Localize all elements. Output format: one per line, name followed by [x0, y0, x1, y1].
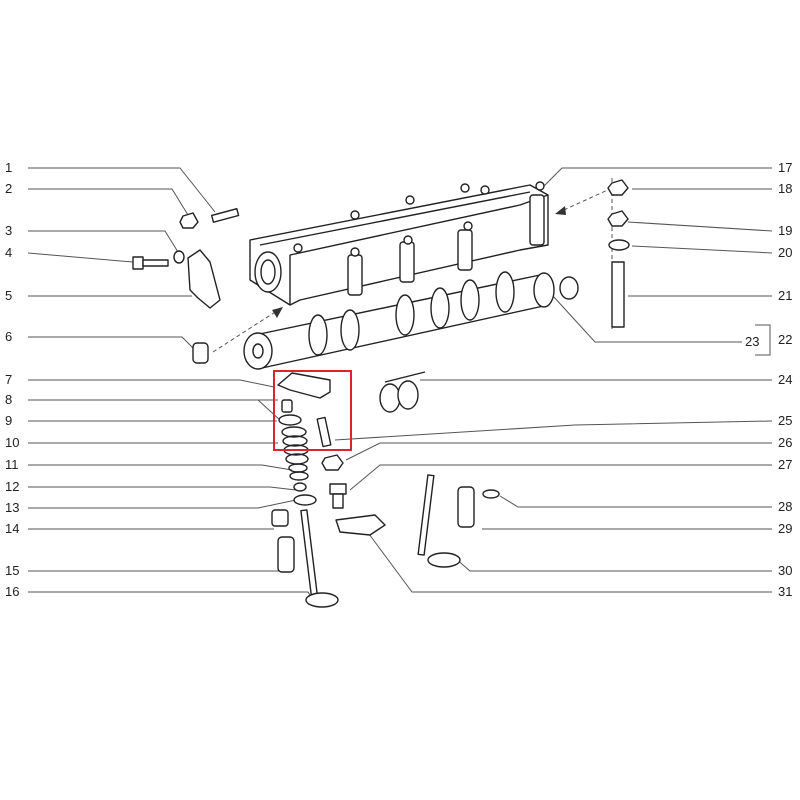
rocker-arm: [277, 372, 331, 399]
bracket: [187, 249, 221, 309]
leader-31: [365, 529, 772, 593]
callout-19: 19: [778, 223, 793, 238]
spring-retainer: [278, 414, 302, 426]
callout-20: 20: [778, 245, 793, 260]
leader-15: [28, 561, 286, 572]
leader-27: [349, 464, 772, 491]
leader-13: [28, 499, 297, 509]
callout-21: 21: [778, 288, 793, 303]
valve-16: [300, 509, 339, 608]
callout-22: 22: [778, 332, 793, 347]
callout-10: 10: [5, 435, 20, 450]
screw-27: [329, 483, 347, 509]
callout-13: 13: [5, 500, 20, 515]
spring-seat: [293, 482, 307, 492]
leader-11: [28, 464, 293, 471]
callout-14: 14: [5, 521, 20, 536]
leader-16: [28, 591, 315, 603]
valve-stem-seal: [271, 509, 289, 527]
leader-19: [627, 221, 773, 232]
stud-21: [611, 261, 625, 328]
leader-26: [345, 442, 772, 461]
valve-guide-29: [457, 486, 475, 528]
leader-22-bracket: [755, 324, 771, 356]
washer-13: [293, 494, 317, 506]
leader-2: [28, 188, 189, 216]
leader-7: [28, 379, 275, 388]
gasket: [335, 514, 386, 536]
callout-8: 8: [5, 392, 13, 407]
leader-17: [539, 167, 772, 191]
leader-25: [334, 420, 773, 441]
tappet: [281, 399, 293, 413]
callout-15: 15: [5, 563, 20, 578]
callout-5: 5: [5, 288, 13, 303]
bolt: [132, 256, 169, 270]
leader-4: [27, 252, 134, 263]
callout-3: 3: [5, 223, 13, 238]
callout-9: 9: [5, 413, 13, 428]
leader-23: [552, 295, 742, 343]
leader-8b: [257, 399, 281, 421]
leader-3: [28, 230, 179, 253]
callout-7: 7: [5, 372, 13, 387]
nut-19: [607, 210, 629, 227]
rocker-stud: [316, 416, 332, 448]
stud: [210, 208, 240, 223]
o-ring: [482, 489, 500, 499]
leader-6: [28, 336, 196, 351]
washer: [173, 250, 185, 264]
valve-guide: [277, 536, 295, 573]
nut: [179, 212, 199, 229]
nut-26: [321, 454, 344, 471]
callout-16: 16: [5, 584, 20, 599]
callout-25: 25: [778, 413, 793, 428]
callout-18: 18: [778, 181, 793, 196]
callout-23: 23: [745, 334, 760, 349]
callout-17: 17: [778, 160, 793, 175]
callout-12: 12: [5, 479, 20, 494]
leader-1: [28, 167, 216, 213]
nut-18: [607, 179, 629, 196]
camshaft-carrier: [249, 181, 549, 306]
highlight-box: [273, 370, 352, 451]
callout-26: 26: [778, 435, 793, 450]
callout-29: 29: [778, 521, 793, 536]
callout-6: 6: [5, 329, 13, 344]
callout-28: 28: [778, 499, 793, 514]
leader-30: [454, 557, 772, 572]
valve-spring: [281, 426, 309, 481]
callout-2: 2: [5, 181, 13, 196]
callout-27: 27: [778, 457, 793, 472]
callout-1: 1: [5, 160, 13, 175]
washer-20: [608, 239, 630, 251]
callout-11: 11: [5, 457, 19, 472]
callout-31: 31: [778, 584, 793, 599]
plug: [559, 276, 579, 300]
leader-12: [28, 486, 297, 491]
camshaft: [243, 271, 555, 370]
valve-30: [417, 474, 461, 568]
leader-28: [499, 495, 772, 508]
callout-4: 4: [5, 245, 13, 260]
spring-clip: [379, 371, 426, 413]
callout-30: 30: [778, 563, 793, 578]
callout-24: 24: [778, 372, 793, 387]
sleeve: [192, 342, 209, 364]
leader-20: [631, 245, 773, 254]
